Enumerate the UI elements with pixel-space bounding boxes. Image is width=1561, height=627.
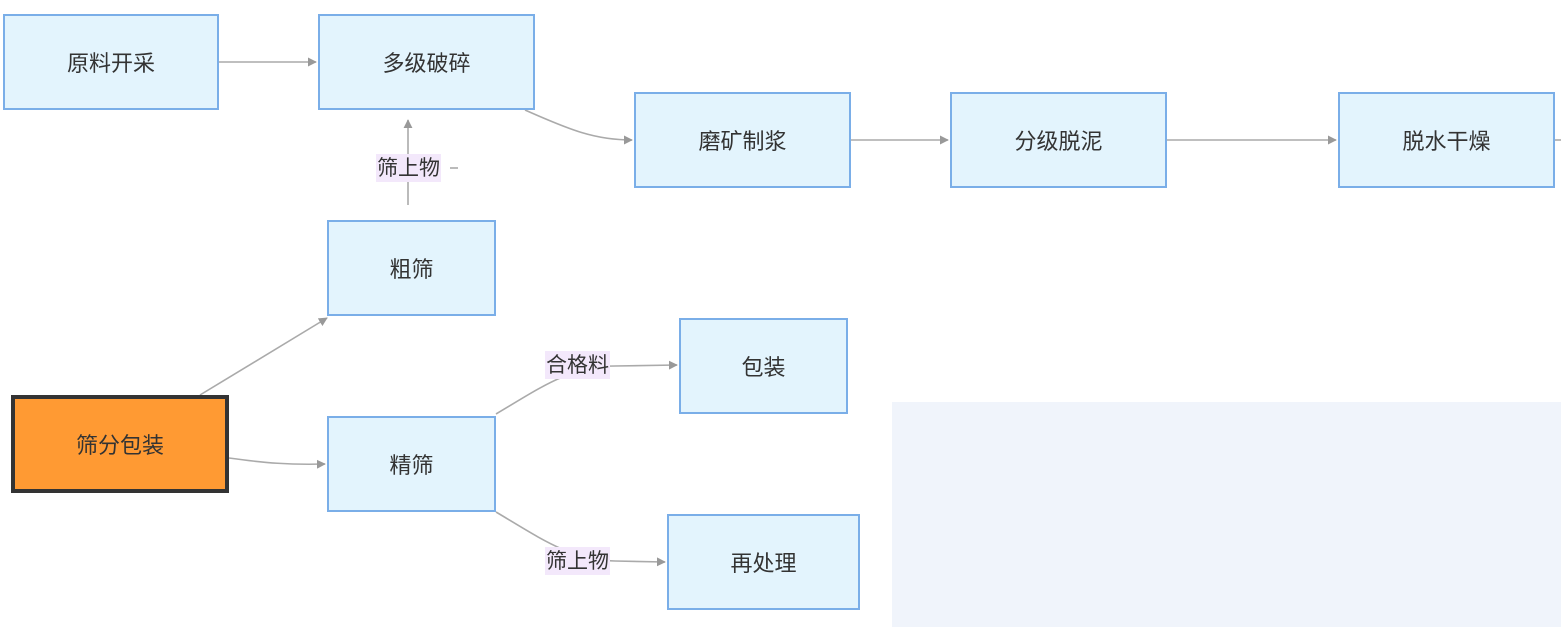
edge-shaifen-jingshai [228, 457, 326, 469]
edge-shaifen-cushai [199, 317, 328, 396]
edge-label-jingshai-baozhuang: 合格料 [545, 351, 610, 379]
node-chuli[interactable]: 再处理 [667, 514, 860, 610]
node-posui[interactable]: 多级破碎 [318, 14, 535, 110]
node-moke[interactable]: 磨矿制浆 [634, 92, 851, 188]
edge-label-cushai-posui: 筛上物 [376, 154, 441, 182]
edge-posui-moke [524, 109, 633, 145]
node-shaifen-highlighted[interactable]: 筛分包装 [11, 395, 229, 493]
node-cushai[interactable]: 粗筛 [327, 220, 496, 316]
node-tuoshui[interactable]: 脱水干燥 [1338, 92, 1555, 188]
node-yuanliao[interactable]: 原料开采 [3, 14, 219, 110]
node-jingshai[interactable]: 精筛 [327, 416, 496, 512]
edge-label-jingshai-chuli: 筛上物 [545, 547, 610, 575]
node-fenji[interactable]: 分级脱泥 [950, 92, 1167, 188]
node-baozhuang[interactable]: 包装 [679, 318, 848, 414]
background-panel [892, 402, 1561, 627]
